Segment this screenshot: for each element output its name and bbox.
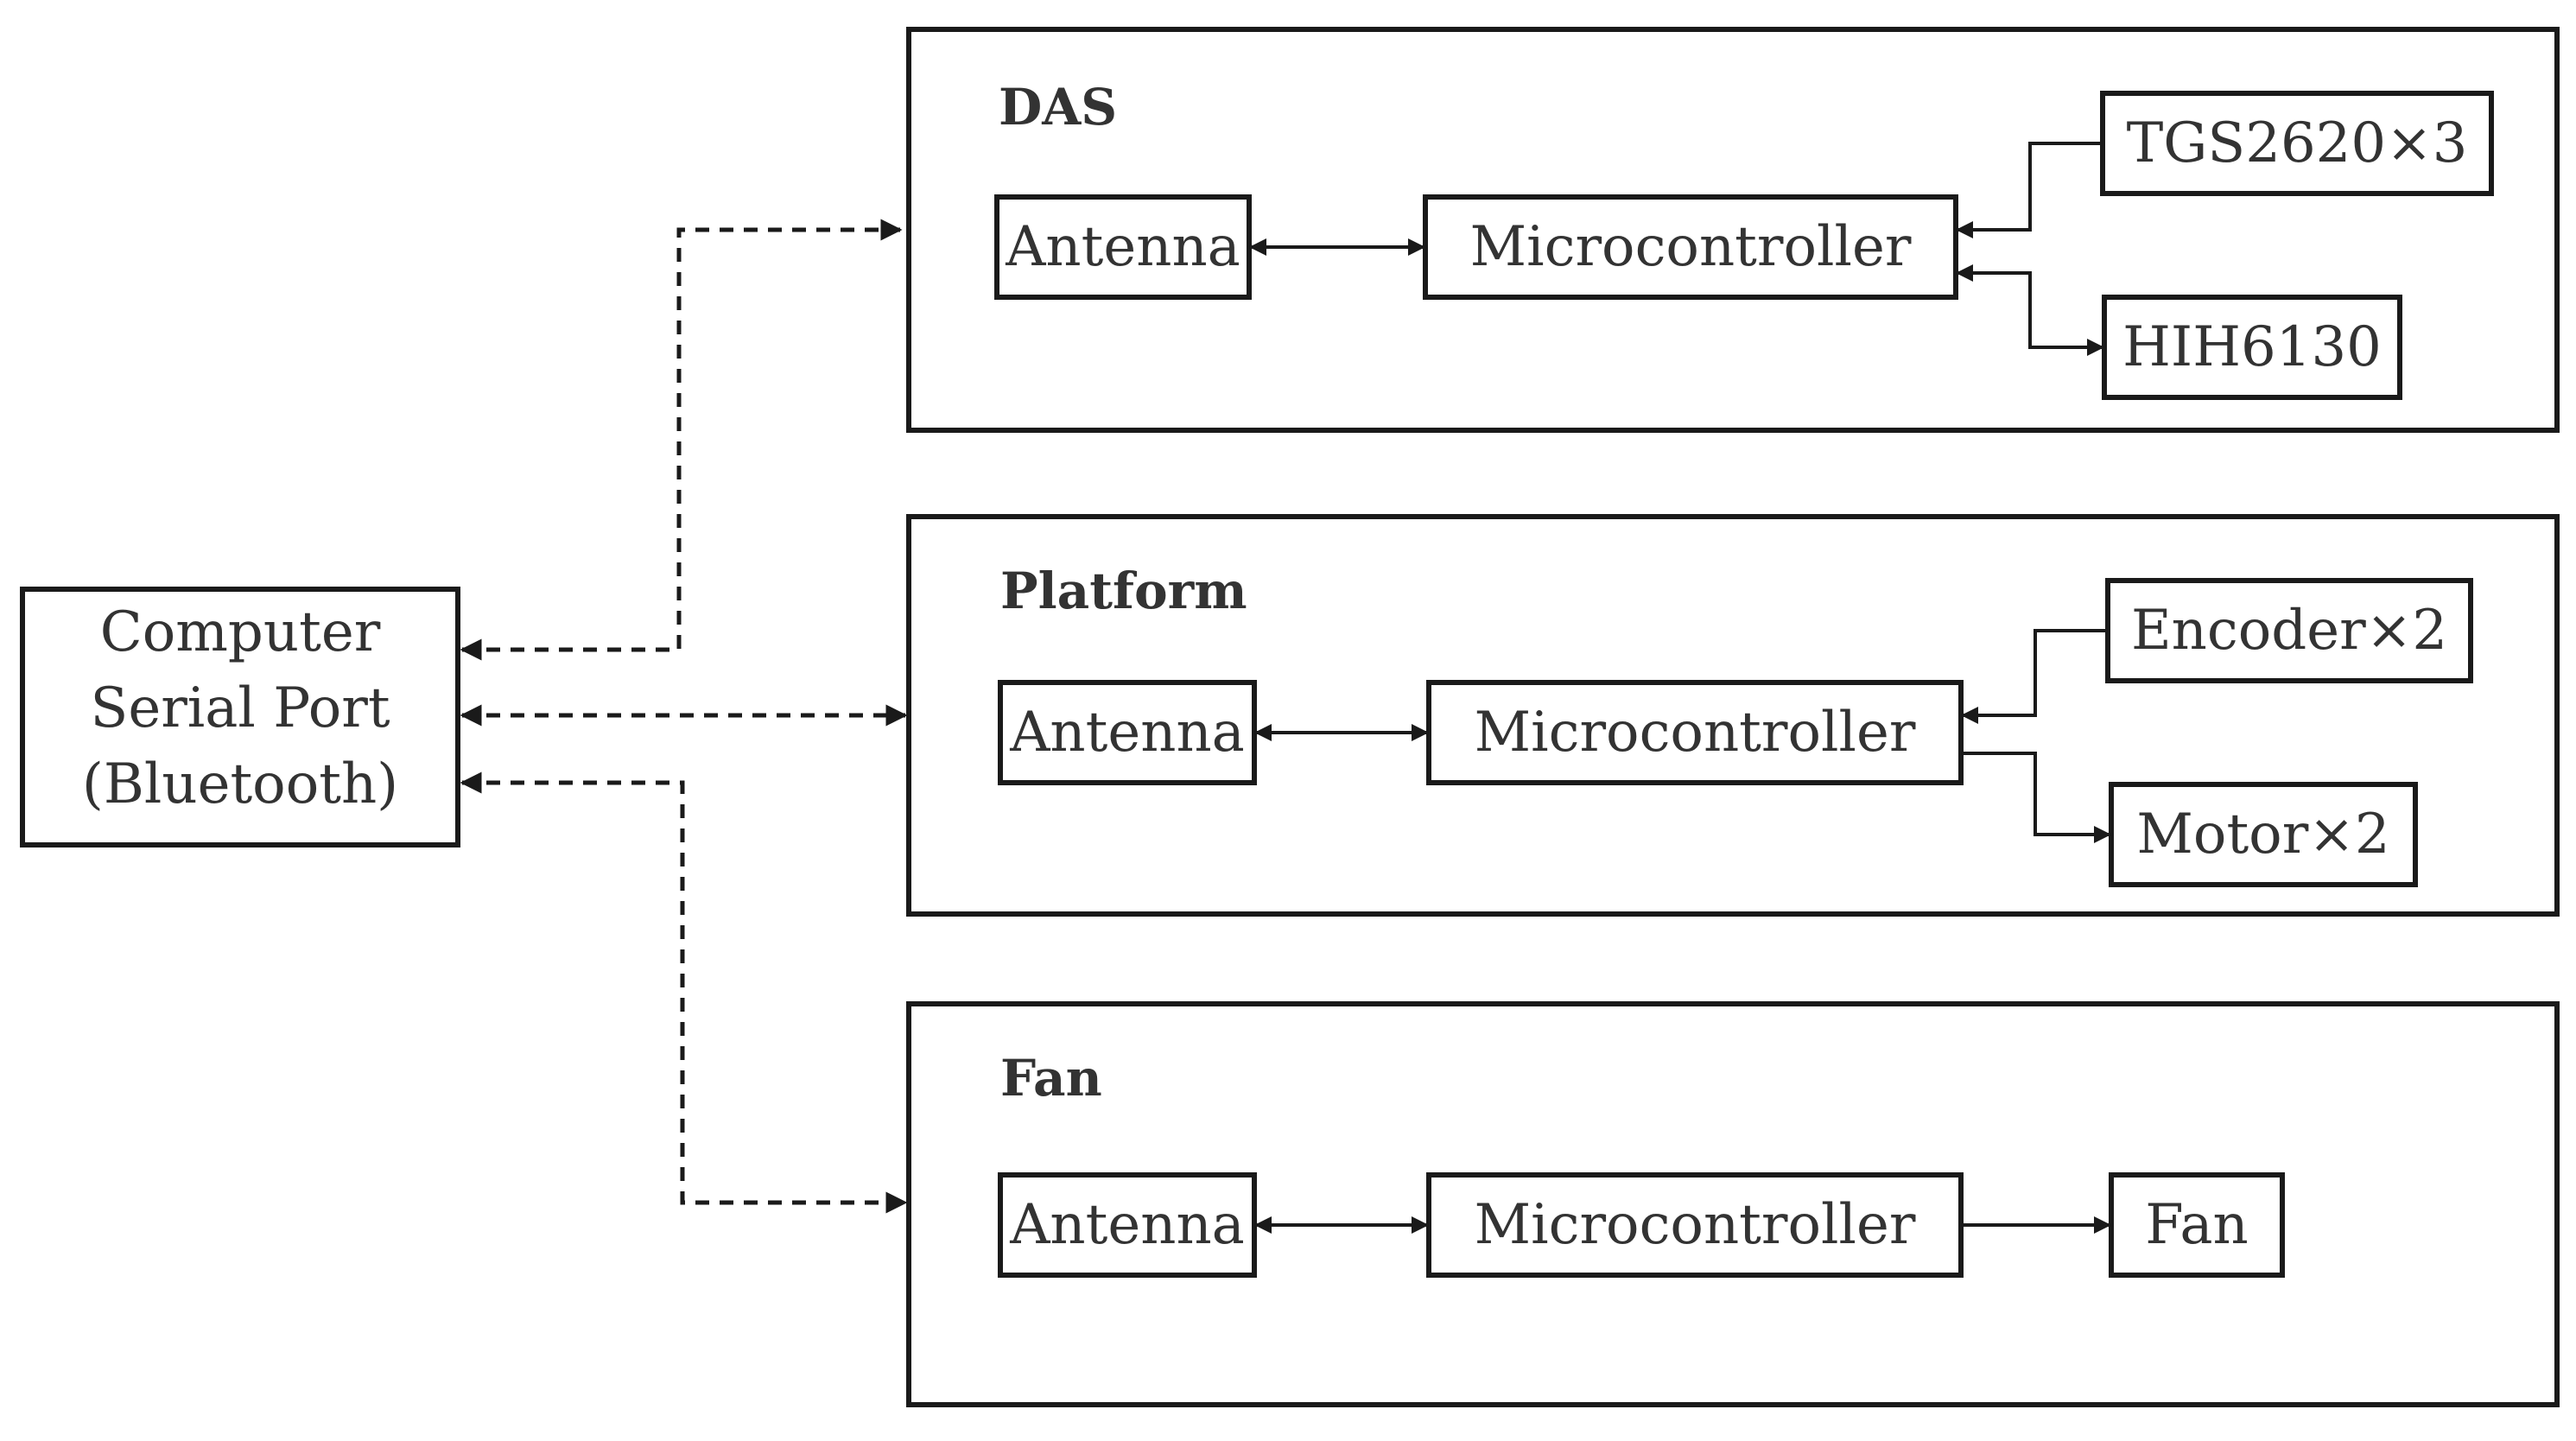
- fan-device-label: Fan: [2145, 1193, 2248, 1257]
- platform-encoder-mcu-link: [1961, 629, 2106, 724]
- platform-antenna-label: Antenna: [1009, 701, 1245, 765]
- das-hih6130-mcu-link: [1956, 264, 2104, 356]
- link-das: [460, 219, 903, 661]
- computer-box: [20, 587, 460, 847]
- fan-microcontroller-label: Microcontroller: [1475, 1193, 1916, 1257]
- platform-encoder-box: [2105, 578, 2473, 683]
- das-microcontroller-label: Microcontroller: [1470, 215, 1912, 279]
- computer-label-line1: Computer: [100, 600, 381, 664]
- das-tgs2620-box: [2100, 91, 2494, 196]
- platform-microcontroller-label: Microcontroller: [1475, 701, 1916, 765]
- computer-label-line2: Serial Port: [90, 676, 390, 740]
- fan-microcontroller-box: [1426, 1172, 1964, 1278]
- platform-encoder-label: Encoder×2: [2131, 599, 2447, 663]
- platform-motor-label: Motor×2: [2136, 803, 2389, 867]
- group-fan: Fan Antenna Microcontroller Fan: [906, 1001, 2560, 1407]
- das-hih6130-label: HIH6130: [2122, 315, 2382, 379]
- computer-label-line3: (Bluetooth): [82, 752, 398, 816]
- platform-motor-box: [2109, 782, 2418, 887]
- group-platform: Platform Antenna Microcontroller Encoder…: [906, 514, 2560, 917]
- das-microcontroller-box: [1423, 194, 1958, 300]
- fan-antenna-box: [998, 1172, 1257, 1278]
- das-antenna-box: [994, 194, 1252, 300]
- das-tgs2620-label: TGS2620×3: [2127, 111, 2468, 175]
- das-hih6130-box: [2102, 295, 2402, 400]
- das-antenna-label: Antenna: [1005, 215, 1240, 279]
- group-das: DAS Antenna Microcontroller TGS2620×3 HI…: [906, 27, 2560, 433]
- platform-title: Platform: [1000, 562, 1247, 620]
- computer-node: Computer Serial Port (Bluetooth): [20, 587, 460, 847]
- fan-device-box: [2109, 1172, 2285, 1278]
- platform-mcu-motor-link: [1963, 752, 2111, 843]
- das-tgs2620-mcu-link: [1956, 142, 2101, 238]
- link-fan: [460, 771, 908, 1214]
- fan-title: Fan: [1000, 1049, 1102, 1108]
- platform-microcontroller-box: [1426, 680, 1964, 785]
- das-title: DAS: [999, 78, 1117, 136]
- fan-antenna-label: Antenna: [1009, 1193, 1245, 1257]
